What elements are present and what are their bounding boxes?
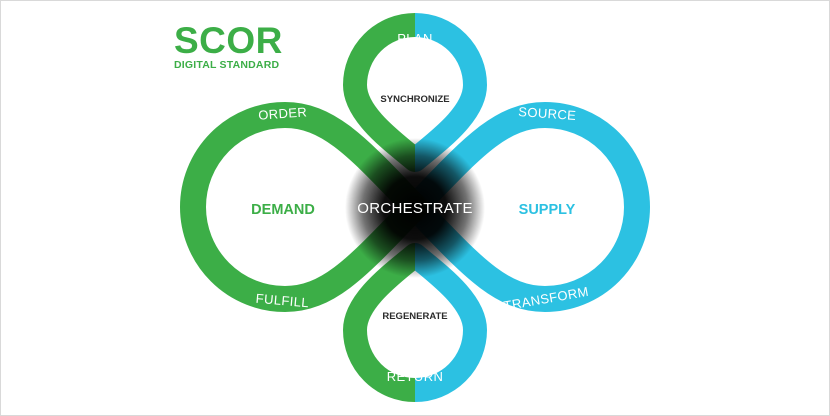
ring-label-return: RETURN (387, 369, 444, 384)
synchronize-label: SYNCHRONIZE (380, 94, 449, 105)
return-loop (343, 243, 487, 402)
orchestrate-label: ORCHESTRATE (357, 200, 473, 217)
orchestrate-core (345, 138, 485, 278)
ring-label-order: ORDER (258, 104, 308, 122)
demand-loop (180, 102, 428, 312)
brand-logo: SCOR DIGITAL STANDARD (174, 22, 283, 72)
supply-label: SUPPLY (519, 202, 576, 218)
regenerate-label: REGENERATE (382, 311, 447, 322)
brand-title: SCOR (174, 20, 283, 61)
supply-loop (402, 102, 650, 312)
ring-label-source: SOURCE (518, 104, 577, 123)
plan-loop (343, 13, 487, 172)
demand-label: DEMAND (251, 202, 315, 218)
ring-label-fulfill: FULFILL (255, 291, 309, 311)
ring-label-plan: PLAN (397, 31, 433, 46)
brand-subtitle: DIGITAL STANDARD (174, 59, 280, 71)
